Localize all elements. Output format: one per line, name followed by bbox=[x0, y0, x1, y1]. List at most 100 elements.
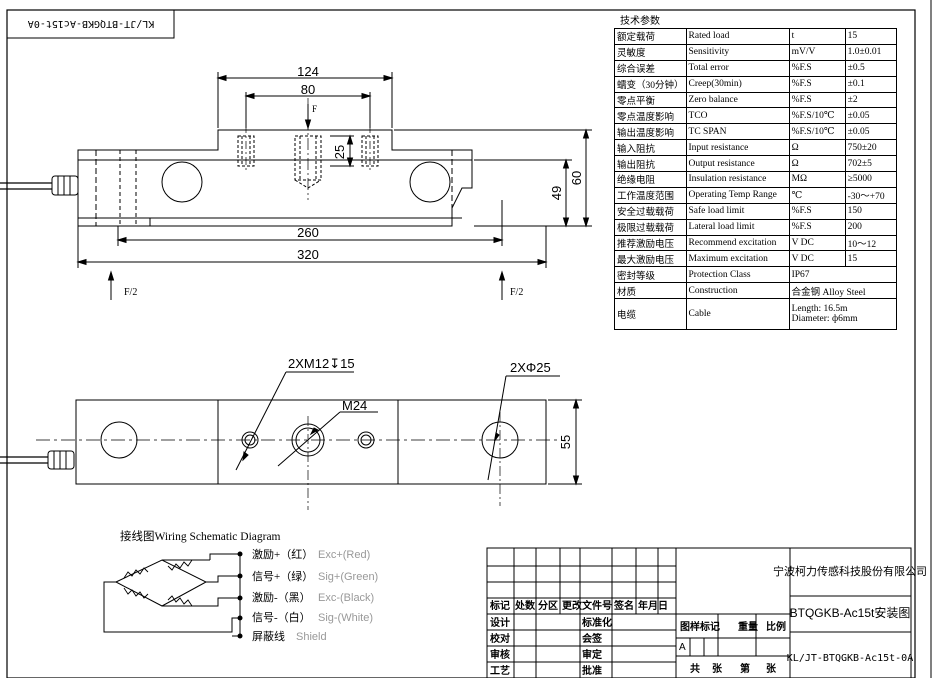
title-block bbox=[486, 547, 912, 678]
spec-en: Cable bbox=[685, 298, 790, 331]
spec-unit: Ω bbox=[788, 139, 846, 157]
stage-header-scale: 比例 bbox=[766, 620, 786, 633]
spec-en: Output resistance bbox=[685, 155, 790, 173]
dim-thread-depth: 25 bbox=[332, 145, 347, 159]
spec-cn: 综合误差 bbox=[614, 59, 687, 77]
wire-sig-plus-cn: 信号+（绿） bbox=[252, 569, 313, 583]
spec-value: ±0.5 bbox=[844, 59, 898, 77]
spec-value: 750±20 bbox=[844, 139, 898, 157]
label-force-center: F bbox=[312, 104, 317, 114]
spec-unit: MΩ bbox=[788, 171, 846, 188]
drawing-frame bbox=[6, 9, 916, 678]
spec-cn: 极限过载载荷 bbox=[614, 218, 687, 236]
wire-exc-plus-en: Exc+(Red) bbox=[318, 549, 370, 561]
spec-unit: %F.S bbox=[788, 91, 846, 109]
wire-sig-plus-en: Sig+(Green) bbox=[318, 571, 378, 583]
spec-unit: %F.S bbox=[788, 202, 846, 220]
spec-unit: ℃ bbox=[788, 186, 846, 204]
spec-value: ≥5000 bbox=[844, 171, 898, 188]
drawing-number: KL/JT-BTQGKB-Ac15t-0A bbox=[787, 653, 913, 664]
front-cable bbox=[0, 175, 79, 196]
spec-cn: 额定载荷 bbox=[614, 28, 687, 45]
row-check: 校对 bbox=[490, 632, 510, 645]
spec-unit: %F.S bbox=[788, 75, 846, 93]
spec-value: -30～+70 bbox=[844, 186, 898, 204]
sheet-no: 第 bbox=[740, 662, 750, 675]
stage-header-mark: 图样标记 bbox=[680, 620, 720, 633]
dim-length: 320 bbox=[297, 247, 319, 262]
stamp-box bbox=[6, 9, 175, 39]
spec-value: 10～12 bbox=[844, 234, 898, 252]
wiring-nodes bbox=[237, 551, 243, 639]
top-view bbox=[0, 371, 582, 510]
front-hole-left bbox=[161, 161, 203, 203]
wire-shield-cn: 屏蔽线 bbox=[252, 629, 285, 643]
wiring-title: 接线图Wiring Schematic Diagram bbox=[120, 529, 281, 543]
row-countersign: 会签 bbox=[582, 632, 603, 645]
wire-sig-minus-cn: 信号-（白） bbox=[252, 610, 311, 624]
dim-width: 55 bbox=[558, 435, 573, 449]
row-design: 设计 bbox=[490, 616, 510, 629]
top-body-outline bbox=[75, 399, 547, 485]
wire-sig-minus-en: Sig-(White) bbox=[318, 612, 373, 624]
stamp-rotated-text: KL/JT-BTQGKB-Ac15t-0A bbox=[28, 18, 154, 29]
spec-value: ±2 bbox=[844, 91, 898, 109]
spec-value: 1.0±0.01 bbox=[844, 43, 898, 61]
row-approve-final: 审定 bbox=[582, 648, 602, 661]
spec-value: 合金钢 Alloy Steel bbox=[788, 282, 898, 300]
company-name: 宁波柯力传感科技股份有限公司 bbox=[773, 564, 927, 578]
label-force-left: F/2 bbox=[124, 287, 137, 298]
dim-height-total: 60 bbox=[569, 171, 584, 185]
label-holes: 2XΦ25 bbox=[510, 360, 551, 375]
spec-en: Maximum excitation bbox=[685, 250, 790, 268]
wiring-bridge bbox=[103, 552, 241, 638]
spec-en: Protection Class bbox=[685, 266, 790, 284]
spec-value: IP67 bbox=[788, 266, 898, 284]
spec-cn: 材质 bbox=[614, 282, 687, 300]
spec-unit: mV/V bbox=[788, 43, 846, 61]
spec-cn: 灵敏度 bbox=[614, 43, 687, 61]
label-force-right: F/2 bbox=[510, 287, 523, 298]
rev-header-mark: 标记 bbox=[489, 599, 510, 612]
drawing-name: BTQGKB-Ac15t安装图 bbox=[790, 605, 911, 620]
row-approve: 批准 bbox=[582, 664, 602, 677]
spec-cn: 密封等级 bbox=[614, 266, 687, 284]
spec-en: Safe load limit bbox=[685, 202, 790, 220]
spec-en: Lateral load limit bbox=[685, 218, 790, 236]
spec-cn: 绝缘电阻 bbox=[614, 171, 687, 188]
top-cable bbox=[0, 450, 75, 470]
wire-exc-minus-cn: 激励-（黑） bbox=[252, 590, 311, 604]
spec-en: Construction bbox=[685, 282, 790, 300]
spec-value: ±0.05 bbox=[844, 107, 898, 125]
rev-header-doc: 更改文件号 bbox=[562, 599, 612, 612]
label-bolts: 2XM12↧15 bbox=[288, 356, 355, 371]
dim-height-small: 49 bbox=[549, 186, 564, 200]
rev-header-sign: 签名 bbox=[613, 599, 634, 612]
spec-value: ±0.05 bbox=[844, 123, 898, 141]
sheet-unit-2: 张 bbox=[766, 662, 777, 675]
wire-exc-plus-cn: 激励+（红） bbox=[252, 547, 313, 561]
sheet-unit-1: 张 bbox=[712, 662, 723, 675]
dim-top-inner: 80 bbox=[301, 82, 315, 97]
stage-header-weight: 重量 bbox=[738, 620, 758, 633]
spec-value: ±0.1 bbox=[844, 75, 898, 93]
row-review: 审核 bbox=[490, 648, 510, 661]
spec-cn: 输出阻抗 bbox=[614, 155, 687, 173]
dim-top-outer: 124 bbox=[297, 64, 319, 79]
spec-cn: 工作温度范围 bbox=[614, 186, 687, 204]
spec-cn: 推荐激励电压 bbox=[614, 234, 687, 252]
sheet-total: 共 bbox=[690, 662, 700, 675]
spec-unit: %F.S/10℃ bbox=[788, 123, 846, 141]
